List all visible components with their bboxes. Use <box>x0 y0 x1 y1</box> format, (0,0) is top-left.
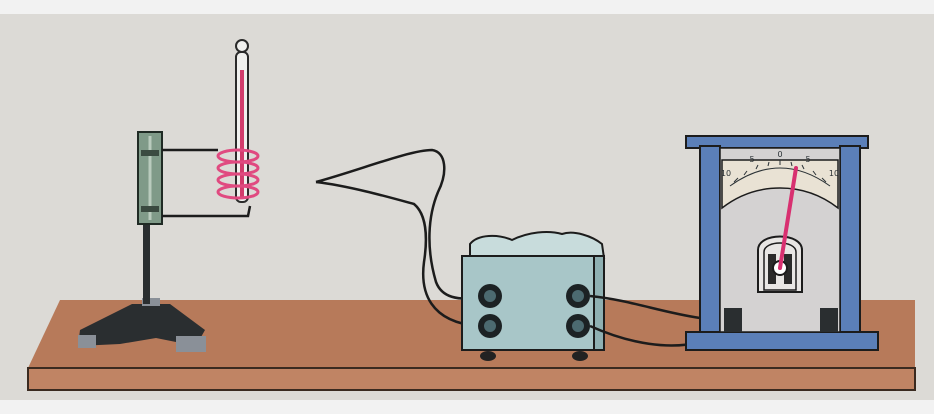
scale-label-left-5: 5 <box>749 155 754 164</box>
galvanometer: 10 5 0 5 10 <box>686 136 878 350</box>
scale-label-right-5: 5 <box>805 155 810 164</box>
amplifier-box <box>462 232 604 361</box>
scale-label-left-10: 10 <box>721 169 731 178</box>
scale-label-right-10: 10 <box>829 169 839 178</box>
scale-label-zero: 0 <box>777 150 782 159</box>
